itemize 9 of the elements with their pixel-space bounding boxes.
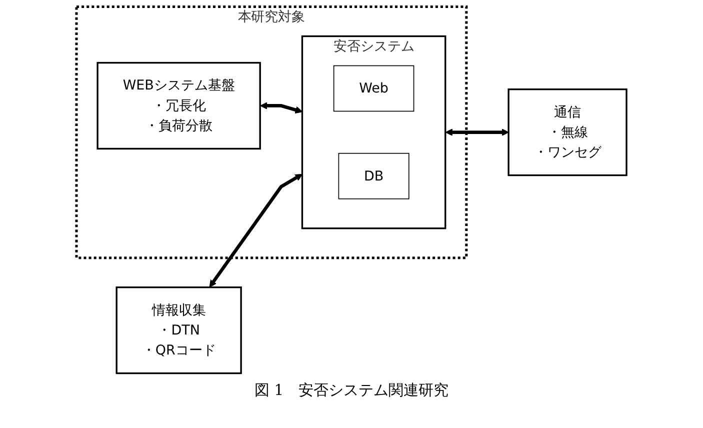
- arrow: [445, 128, 509, 136]
- node-box: 通信 ・無線 ・ワンセグ: [508, 88, 628, 176]
- arrow: [209, 174, 303, 288]
- figure-caption: 図 1 安否システム関連研究: [254, 381, 449, 399]
- node-box: Web: [333, 65, 414, 112]
- node-box: 情報収集 ・DTN ・QRコード: [116, 286, 242, 374]
- arrow: [260, 102, 303, 114]
- node-box: DB: [338, 152, 410, 200]
- node-box: WEBシステム基盤 ・冗長化 ・負荷分散: [96, 62, 261, 150]
